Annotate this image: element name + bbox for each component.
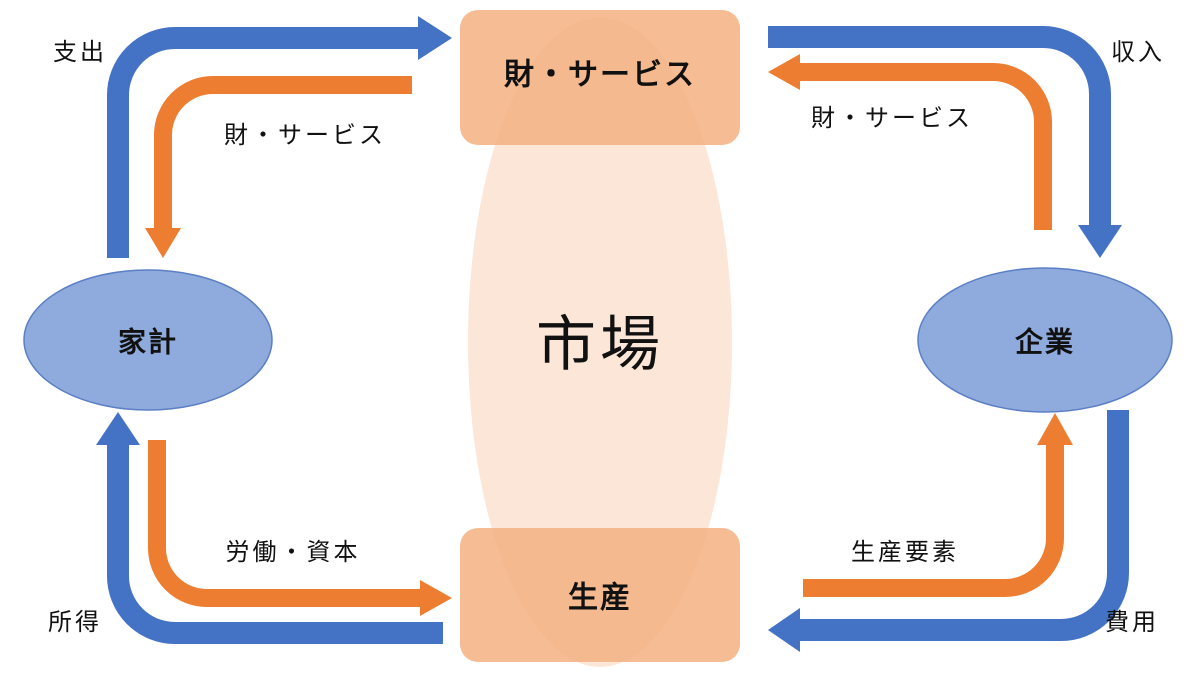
cost-flow bbox=[768, 410, 1129, 652]
spending-label: 支出 bbox=[53, 38, 107, 66]
goods-from-firm-arrow-head bbox=[768, 54, 800, 90]
labor-capital-flow bbox=[148, 440, 452, 616]
household-label: 家計 bbox=[118, 326, 178, 359]
firm-label: 企業 bbox=[1015, 326, 1075, 359]
goods-to-household-arrow-line bbox=[154, 76, 412, 228]
cost-arrow-head bbox=[768, 608, 800, 652]
income-arrow-head bbox=[96, 412, 140, 445]
goods-from-firm-flow bbox=[768, 54, 1052, 230]
cost-arrow-line bbox=[800, 410, 1129, 641]
household-node bbox=[23, 269, 273, 411]
revenue-arrow-line bbox=[768, 26, 1111, 225]
income-flow bbox=[96, 412, 443, 644]
spending-arrow-line bbox=[107, 27, 420, 258]
spending-arrow-head bbox=[418, 16, 452, 60]
factors-of-production-arrow-head bbox=[1037, 413, 1073, 445]
income-arrow-line bbox=[107, 445, 443, 644]
goods-services-market-box bbox=[460, 10, 740, 145]
market-label: 市場 bbox=[536, 310, 664, 380]
goods-to-household-arrow-head bbox=[145, 228, 181, 258]
revenue-flow bbox=[768, 26, 1122, 258]
labor-capital-label: 労働・資本 bbox=[226, 538, 361, 566]
factors-of-production-arrow-line bbox=[803, 445, 1064, 597]
factors-of-production-label: 生産要素 bbox=[851, 538, 959, 566]
labor-capital-arrow-line bbox=[148, 440, 420, 607]
factors-of-production-flow bbox=[803, 413, 1073, 597]
market-oval bbox=[468, 17, 732, 667]
goods-to-household-flow bbox=[145, 76, 412, 258]
goods-from-firm-arrow-line bbox=[800, 63, 1052, 230]
production-market-label: 生産 bbox=[568, 581, 632, 616]
revenue-arrow-head bbox=[1078, 225, 1122, 258]
firm-node bbox=[917, 267, 1173, 413]
cost-label: 費用 bbox=[1105, 608, 1159, 636]
production-market-box bbox=[460, 528, 740, 662]
goods-to-household-label: 財・サービス bbox=[224, 121, 386, 149]
goods-from-firm-label: 財・サービス bbox=[811, 104, 973, 132]
goods-services-market-label: 財・サービス bbox=[504, 58, 696, 93]
labor-capital-arrow-head bbox=[420, 580, 452, 616]
income-label: 所得 bbox=[48, 608, 102, 636]
spending-flow bbox=[107, 16, 452, 258]
revenue-label: 収入 bbox=[1111, 38, 1165, 66]
